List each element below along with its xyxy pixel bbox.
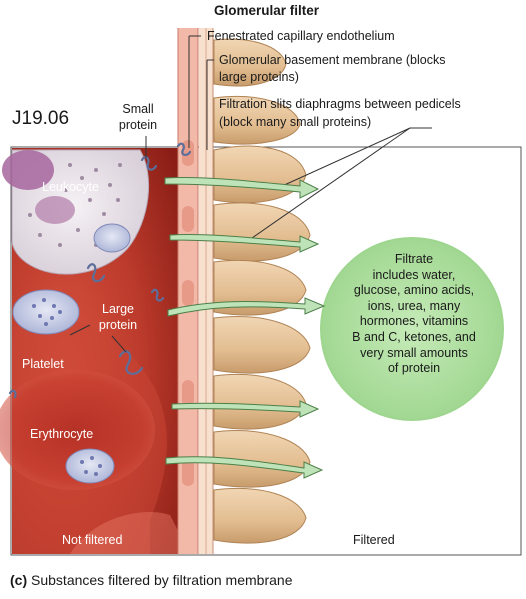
label-basement-membrane-line2: large proteins): [219, 70, 299, 84]
filtrate-line: ions, urea, many: [367, 298, 461, 313]
label-fenestrated-endothelium: Fenestrated capillary endothelium: [207, 29, 395, 43]
pedicels: [213, 38, 311, 544]
caption-prefix: (c): [10, 572, 28, 588]
label-not-filtered: Not filtered: [62, 533, 123, 547]
leader-lines: [69, 35, 432, 353]
erythrocyte-cell: [0, 370, 155, 490]
label-platelet: Platelet: [22, 357, 64, 371]
label-small-protein-line2: protein: [118, 118, 158, 132]
filtrate-line: of protein: [387, 361, 441, 376]
figure-caption: (c) Substances filtered by filtration me…: [10, 572, 292, 588]
filtrate-line: Filtrate: [394, 252, 434, 266]
filtrate-bubble: [320, 237, 504, 421]
label-basement-membrane-line1: Glomerular basement membrane (blocks: [219, 53, 446, 67]
label-filtration-slits-line1: Filtration slits diaphragms between pedi…: [219, 97, 461, 111]
filtrate-line: glucose, amino acids,: [353, 283, 475, 298]
basement-membrane: [199, 28, 214, 554]
label-large-protein-line1: Large: [102, 302, 134, 316]
label-leukocyte: Leukocyte: [42, 180, 99, 194]
label-filtration-slits-line2: (block many small proteins): [219, 115, 372, 129]
label-erythrocyte: Erythrocyte: [30, 427, 94, 441]
platelet-cell: [12, 223, 131, 484]
label-filtered: Filtered: [353, 533, 395, 547]
label-large-protein-line2: protein: [98, 318, 138, 332]
filtrate-line: B and C, ketones, and: [352, 329, 476, 344]
filtrate-line: hormones, vitamins: [359, 314, 469, 329]
figure-code: J19.06: [12, 108, 70, 129]
caption-text: Substances filtered by filtration membra…: [27, 572, 293, 588]
filtrate-line: very small amounts: [360, 345, 468, 360]
filtrate-line: includes water,: [372, 267, 456, 282]
endothelium-layer: [177, 28, 199, 554]
filtration-arrows: [164, 176, 326, 479]
diagram-title: Glomerular filter: [214, 3, 320, 18]
filtrate-description: Filtrate includes water, glucose, amino …: [333, 252, 495, 377]
label-small-protein-line1: Small: [122, 102, 154, 116]
